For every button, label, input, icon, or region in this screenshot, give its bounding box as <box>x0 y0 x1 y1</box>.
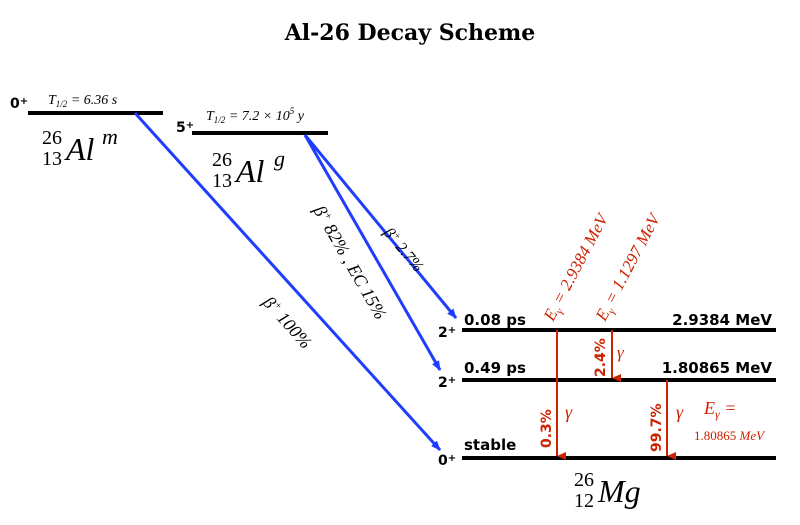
beta-arrow-al26m-ground <box>133 111 442 452</box>
svg-text:26: 26 <box>42 127 62 149</box>
svg-text:m: m <box>102 124 118 149</box>
spin-level-2938: 2+ <box>438 325 456 341</box>
svg-text:Al: Al <box>64 131 95 167</box>
spin-al26m: 0+ <box>10 96 28 112</box>
beta-arrow-al26g-1808 <box>303 134 442 371</box>
svg-text:13: 13 <box>42 148 62 170</box>
half-life-al26g: T1/2 = 7.2 × 105 y <box>206 106 305 125</box>
nuclide-al26g: 26 13 Al g <box>212 146 285 192</box>
gamma-intensity-997: 99.7% <box>649 403 665 452</box>
spin-level-1808: 2+ <box>438 375 456 391</box>
svg-text:g: g <box>274 146 285 171</box>
gamma-symbol-2: γ <box>617 343 625 362</box>
svg-text:Al: Al <box>234 153 265 189</box>
diagram-title: Al-26 Decay Scheme <box>284 20 536 46</box>
gamma-intensity-24: 2.4% <box>593 338 609 377</box>
energy-2938: 2.9384 MeV <box>672 311 772 329</box>
lifetime-ground: stable <box>464 436 516 454</box>
gamma-symbol-3: γ <box>676 402 684 422</box>
lifetime-1808: 0.49 ps <box>464 359 526 377</box>
half-life-al26m: T1/2 = 6.36 s <box>48 93 118 109</box>
nuclide-mg26: 26 12 Mg <box>574 469 641 512</box>
gamma-energy-label-1808: Eγ = <box>703 398 736 421</box>
beta-arrow-al26g-2938 <box>303 134 458 319</box>
gamma-intensity-03: 0.3% <box>539 409 555 448</box>
gamma-symbol-1: γ <box>565 402 573 422</box>
svg-text:13: 13 <box>212 170 232 192</box>
spin-al26g: 5+ <box>176 120 194 136</box>
nuclide-al26m: 26 13 Al m <box>42 124 118 170</box>
gamma-energy-value-1808: 1.80865 MeV <box>694 428 766 443</box>
energy-1808: 1.80865 MeV <box>662 359 773 377</box>
lifetime-2938: 0.08 ps <box>464 311 526 329</box>
beta-label-27: β+ 2.7% <box>379 223 427 275</box>
svg-text:26: 26 <box>212 149 232 171</box>
svg-text:26: 26 <box>574 469 594 491</box>
svg-text:12: 12 <box>574 490 594 512</box>
gamma-energy-label-2938: Eγ = 2.9384 MeV <box>539 209 615 327</box>
spin-level-ground: 0+ <box>438 453 456 469</box>
beta-label-100: β+ 100% <box>258 292 316 353</box>
svg-text:Mg: Mg <box>597 473 641 509</box>
